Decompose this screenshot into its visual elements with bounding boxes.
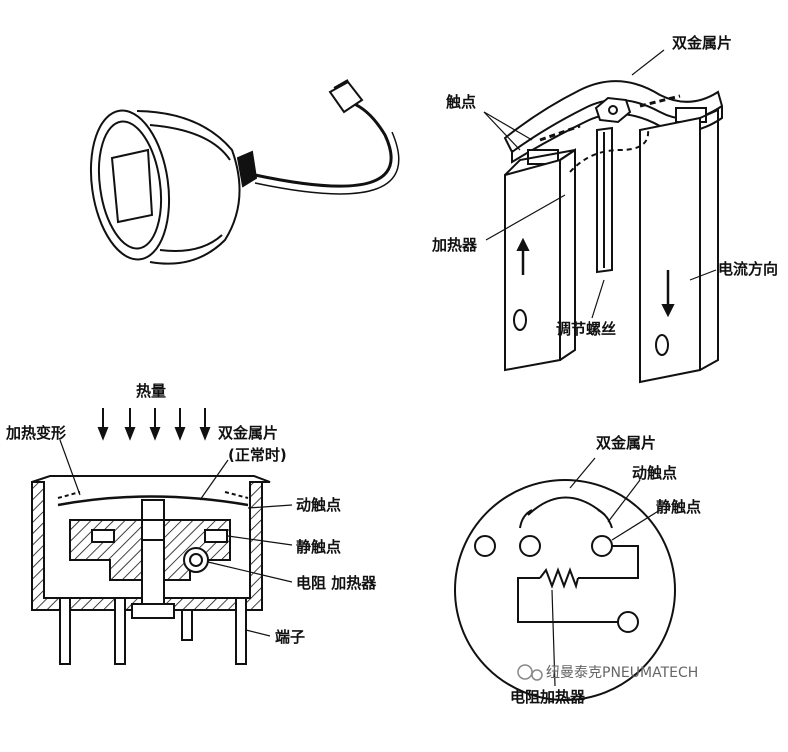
heat-arrows [97, 408, 211, 441]
watermark-icon [517, 664, 543, 681]
label-moving-contact-section: 动触点 [296, 496, 342, 514]
cross-section-assembly [31, 408, 293, 665]
label-contact: 触点 [446, 93, 477, 111]
label-resistor-heater-circuit: 电阻加热器 [510, 688, 586, 706]
label-resistor-heater-section: 电阻 加热器 [296, 574, 377, 592]
thermostat-with-cable [89, 79, 400, 265]
label-moving-contact-circuit: 动触点 [632, 464, 678, 482]
label-heat: 热量 [136, 382, 167, 400]
label-bimetal-top: 双金属片 [672, 34, 733, 52]
watermark-text: 纽曼泰克PNEUMATECH [546, 665, 699, 681]
label-heater: 加热器 [432, 236, 478, 254]
label-static-contact-circuit: 静触点 [656, 498, 702, 516]
label-normal-state: (正常时) [228, 446, 287, 464]
label-adjust-screw: 调节螺丝 [556, 320, 617, 338]
label-bimetal-circuit: 双金属片 [596, 434, 657, 452]
label-current-direction: 电流方向 [718, 260, 779, 278]
circuit-schematic [454, 457, 676, 701]
label-terminal: 端子 [275, 628, 306, 646]
label-static-contact-section: 静触点 [296, 538, 342, 556]
bimetal-assembly [483, 49, 724, 384]
label-bimetal-section: 双金属片 [218, 424, 279, 442]
label-heat-deform: 加热变形 [6, 424, 67, 442]
